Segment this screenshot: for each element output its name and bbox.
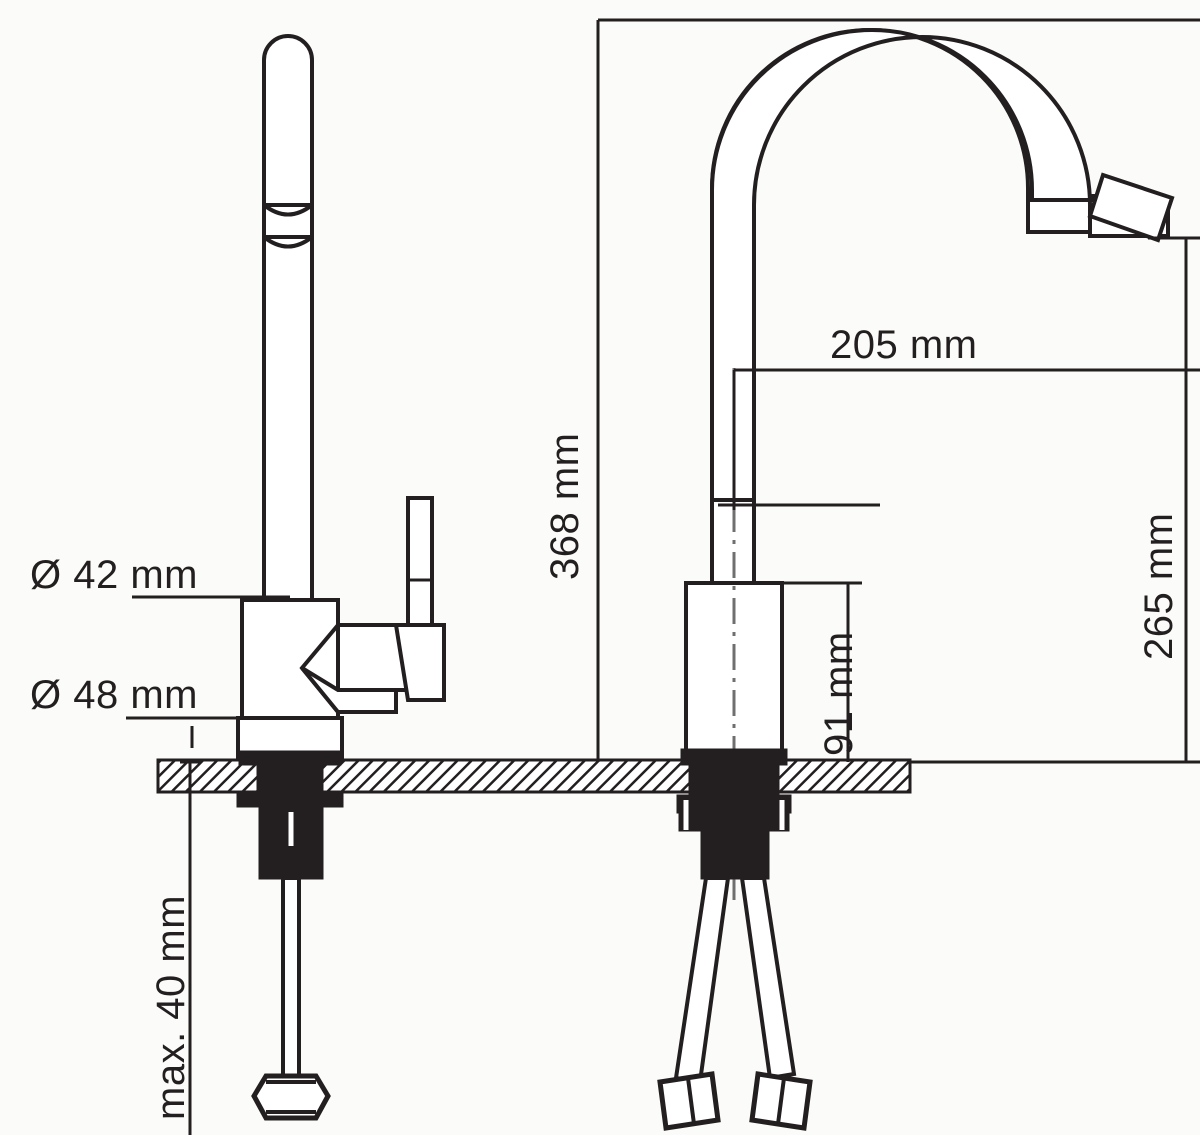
dimension-labels-group: Ø 42 mm Ø 48 mm 368 mm 205 mm 265 mm 91 … xyxy=(30,323,1181,1120)
dimension-lines-group xyxy=(126,18,1200,1135)
supply-hose-right xyxy=(739,876,797,1081)
left-mount-washer xyxy=(236,790,344,808)
right-view-group xyxy=(684,28,1175,900)
left-threaded-stud xyxy=(281,876,301,1078)
tall-straight-spout xyxy=(262,34,314,602)
lever-arm-lower-taper xyxy=(300,666,398,714)
lever-handle-stem xyxy=(406,496,434,627)
label-height-368: 368 mm xyxy=(543,433,587,581)
aerator-outlet xyxy=(1087,172,1175,243)
left-hex-nut xyxy=(251,1073,331,1121)
right-mount-lower-block xyxy=(700,826,770,880)
label-outlet-265: 265 mm xyxy=(1137,513,1181,661)
decorative-ring-upper xyxy=(262,203,314,217)
label-max-40: max. 40 mm xyxy=(149,895,193,1120)
hose-fitting-left-rib xyxy=(686,1077,696,1125)
decorative-ring-lower xyxy=(262,235,314,249)
right-mount-body xyxy=(688,758,780,802)
left-mounting-group xyxy=(236,750,344,1121)
left-view-group xyxy=(236,34,446,760)
lever-handle-flare xyxy=(393,623,446,702)
hose-fitting-right-rib xyxy=(776,1077,786,1125)
valve-base-collar xyxy=(236,716,344,760)
right-mounting-group xyxy=(657,748,813,1131)
label-diameter-42: Ø 42 mm xyxy=(30,553,198,597)
gooseneck-tube-outer xyxy=(710,28,1170,602)
label-diameter-48: Ø 48 mm xyxy=(30,673,198,717)
label-reach-205: 205 mm xyxy=(830,323,978,367)
label-base-91: 91 mm xyxy=(817,631,861,756)
